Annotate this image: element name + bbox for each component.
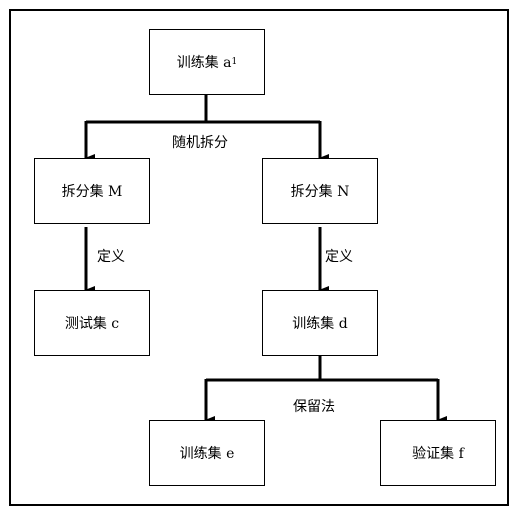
node-train-d: 训练集 d: [262, 290, 378, 356]
node-train-d-label: 训练集 d: [292, 316, 348, 332]
node-split-n: 拆分集 N: [262, 158, 378, 224]
edge-label-holdout: 保留法: [293, 399, 335, 415]
node-test-c: 测试集 c: [34, 290, 150, 356]
edge-label-define-right: 定义: [325, 249, 353, 265]
node-train-a-subscript: 1: [231, 57, 238, 67]
node-valid-f: 验证集 f: [380, 420, 496, 486]
node-train-e-label: 训练集 e: [179, 446, 235, 462]
node-valid-f-label: 验证集 f: [412, 446, 464, 462]
edge-label-random-split: 随机拆分: [172, 135, 228, 151]
node-split-m: 拆分集 M: [34, 158, 150, 224]
node-split-n-label: 拆分集 N: [290, 184, 350, 200]
node-test-c-label: 测试集 c: [64, 316, 120, 332]
node-train-a-label: 训练集 a: [176, 55, 232, 71]
edge-label-define-left: 定义: [97, 249, 125, 265]
node-split-m-label: 拆分集 M: [61, 184, 123, 200]
node-train-e: 训练集 e: [149, 420, 265, 486]
